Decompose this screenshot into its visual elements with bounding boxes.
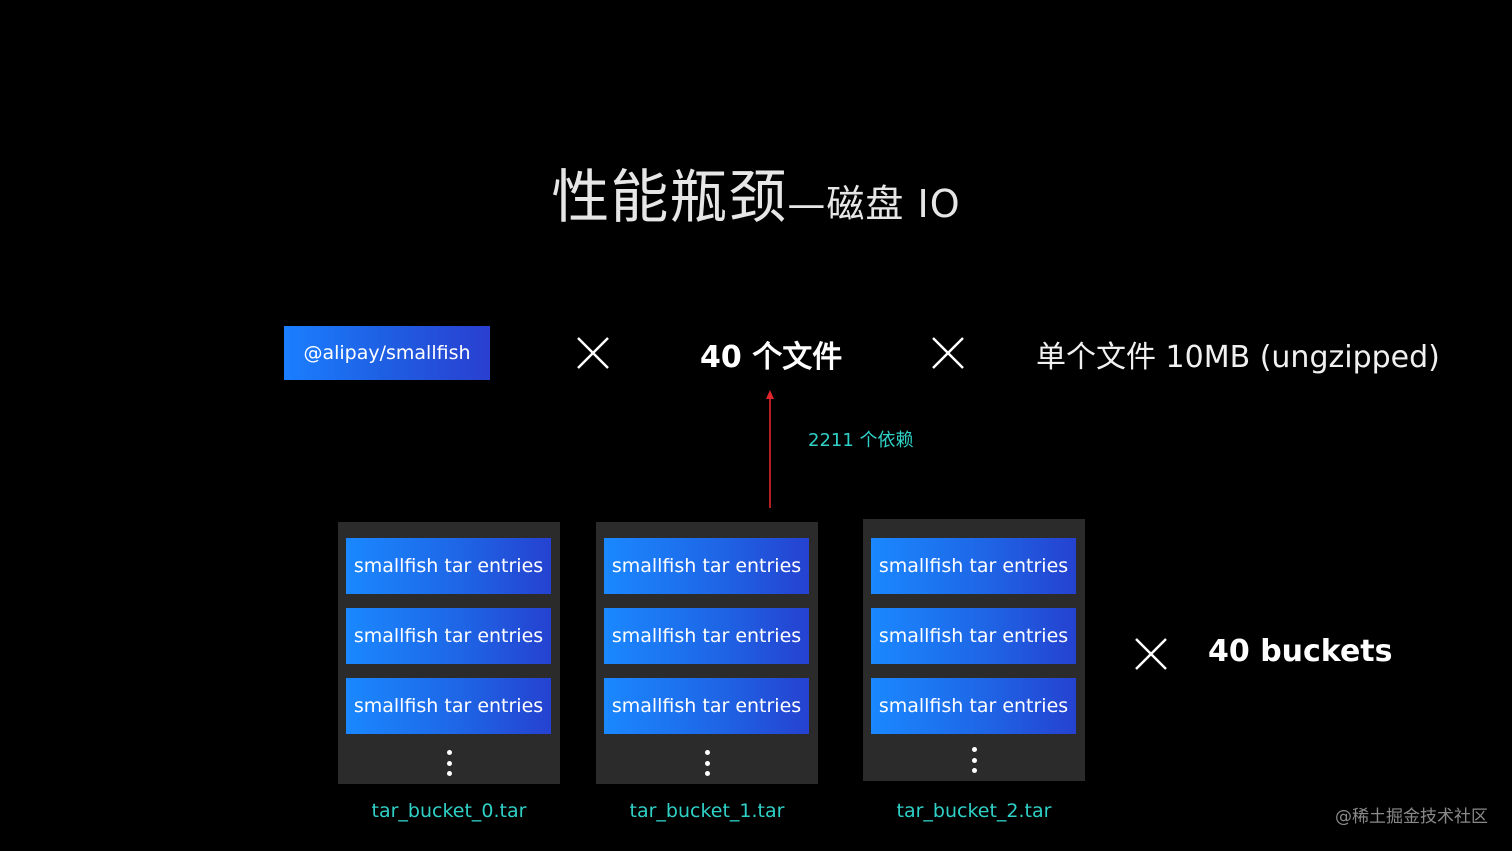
tar-bucket: smallfish tar entries smallfish tar entr… (596, 522, 818, 784)
bucket-label: tar_bucket_1.tar (629, 800, 785, 822)
tar-entry: smallfish tar entries (604, 538, 809, 594)
package-badge: @alipay/smallfish (284, 326, 490, 380)
vertical-ellipsis-icon (596, 750, 818, 776)
buckets-count: 40 buckets (1208, 634, 1393, 669)
tar-entry: smallfish tar entries (346, 608, 551, 664)
tar-entry: smallfish tar entries (346, 678, 551, 734)
bucket-label: tar_bucket_0.tar (371, 800, 527, 822)
bucket-label: tar_bucket_2.tar (896, 800, 1052, 822)
title-sub: —磁盘 IO (787, 182, 961, 226)
tar-entry: smallfish tar entries (871, 678, 1076, 734)
tar-entry: smallfish tar entries (346, 538, 551, 594)
tar-entry: smallfish tar entries (871, 538, 1076, 594)
tar-bucket: smallfish tar entries smallfish tar entr… (863, 519, 1085, 781)
times-icon (575, 335, 611, 371)
page-title: 性能瓶颈—磁盘 IO (0, 150, 1512, 234)
package-name: @alipay/smallfish (303, 342, 471, 364)
arrow-up-icon (764, 390, 776, 508)
times-icon (1133, 636, 1169, 672)
tar-entry: smallfish tar entries (604, 678, 809, 734)
watermark: @稀土掘金技术社区 (1335, 807, 1488, 827)
tar-bucket: smallfish tar entries smallfish tar entr… (338, 522, 560, 784)
title-main: 性能瓶颈 (551, 163, 788, 231)
files-count: 40 个文件 (700, 340, 843, 375)
vertical-ellipsis-icon (863, 747, 1085, 773)
tar-entry: smallfish tar entries (604, 608, 809, 664)
vertical-ellipsis-icon (338, 750, 560, 776)
file-size: 单个文件 10MB (ungzipped) (1036, 340, 1440, 375)
dependencies-label: 2211 个依赖 (808, 430, 914, 451)
times-icon (930, 335, 966, 371)
tar-entry: smallfish tar entries (871, 608, 1076, 664)
